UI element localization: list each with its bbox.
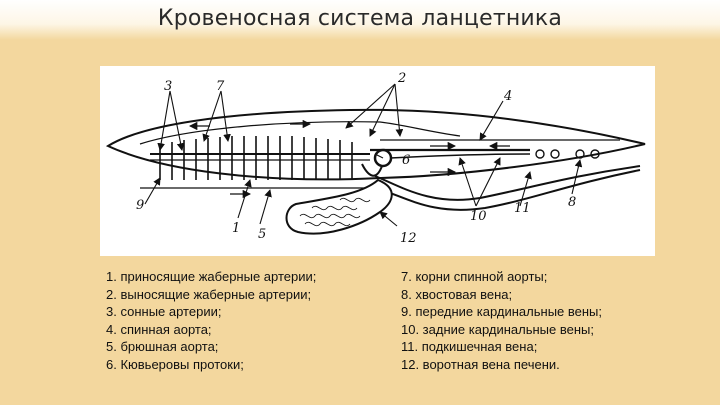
legend-item: 8. хвостовая вена; [401,286,602,304]
label-10: 10 [470,209,487,224]
legend-item: 1. приносящие жаберные артерии; [106,268,316,286]
label-1: 1 [232,221,240,236]
intestine [375,166,640,200]
slide-title: Кровеносная система ланцетника [0,6,720,31]
legend-item: 7. корни спинной аорты; [401,268,602,286]
body-outline [108,110,645,180]
legend-item: 12. воротная вена печени. [401,356,602,374]
lancelet-diagram: 3 7 2 4 6 9 1 5 12 10 11 8 [100,66,655,256]
label-6: 6 [402,153,410,168]
legend-left: 1. приносящие жаберные артерии; 2. вынос… [106,268,316,374]
legend-item: 10. задние кардинальные вены; [401,321,602,339]
cardinal-vein [390,154,530,158]
legend-item: 6. Кювьеровы протоки; [106,356,316,374]
tail-vessels [536,150,599,158]
flow-arrows [190,124,510,194]
inner-contour [140,122,460,144]
label-2: 2 [397,71,406,86]
label-8: 8 [568,195,576,210]
label-5: 5 [258,227,266,242]
label-4: 4 [503,89,512,104]
legend-item: 11. подкишечная вена; [401,338,602,356]
legend-item: 5. брюшная аорта; [106,338,316,356]
legend-item: 3. сонные артерии; [106,303,316,321]
gill-bars [160,136,352,180]
legend-item: 2. выносящие жаберные артерии; [106,286,316,304]
label-11: 11 [514,201,531,216]
label-9: 9 [136,198,144,213]
lancelet-drawing: 3 7 2 4 6 9 1 5 12 10 11 8 [100,66,655,256]
label-7: 7 [216,79,225,94]
legend-item: 9. передние кардинальные вены; [401,303,602,321]
label-3: 3 [164,79,172,94]
legend-right: 7. корни спинной аорты; 8. хвостовая вен… [401,268,602,374]
legend-item: 4. спинная аорта; [106,321,316,339]
label-12: 12 [400,231,417,246]
